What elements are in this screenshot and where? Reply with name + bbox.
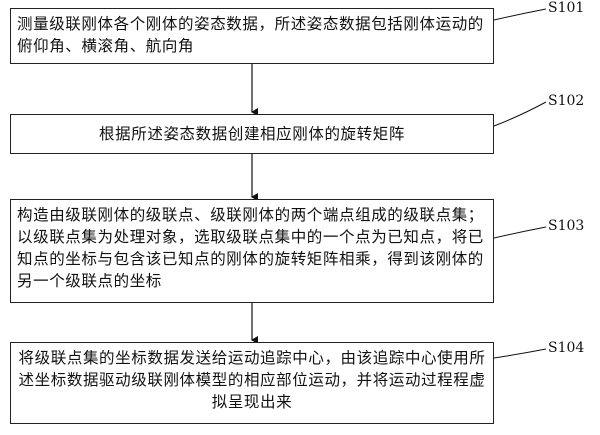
leader-line-s101 <box>493 8 547 21</box>
step-label-s103: S103 <box>548 218 585 234</box>
step-box-s103: 构造由级联刚体的级联点、级联刚体的两个端点组成的级联点集；以级联点集为处理对象，… <box>10 199 494 303</box>
step-label-s101: S101 <box>548 0 585 16</box>
leader-line-s103 <box>493 226 547 239</box>
leader-line-s104 <box>493 348 547 359</box>
step-text-s104: 将级联点集的坐标数据发送给运动追踪中心，由该追踪中心使用所述坐标数据驱动级联刚体… <box>18 349 486 411</box>
leader-line-s102 <box>493 101 547 127</box>
step-text-s102: 根据所述姿态数据创建相应刚体的旋转矩阵 <box>99 125 405 143</box>
step-text-s101: 测量级联刚体各个刚体的姿态数据，所述姿态数据包括刚体运动的俯仰角、横滚角、航向角 <box>17 15 484 55</box>
step-box-s101: 测量级联刚体各个刚体的姿态数据，所述姿态数据包括刚体运动的俯仰角、横滚角、航向角 <box>10 8 494 64</box>
step-box-s104: 将级联点集的坐标数据发送给运动追踪中心，由该追踪中心使用所述坐标数据驱动级联刚体… <box>10 342 494 424</box>
step-label-s104: S104 <box>548 340 585 356</box>
step-text-s103: 构造由级联刚体的级联点、级联刚体的两个端点组成的级联点集；以级联点集为处理对象，… <box>17 206 484 290</box>
step-label-s102: S102 <box>548 93 585 109</box>
step-box-s102: 根据所述姿态数据创建相应刚体的旋转矩阵 <box>10 114 494 154</box>
